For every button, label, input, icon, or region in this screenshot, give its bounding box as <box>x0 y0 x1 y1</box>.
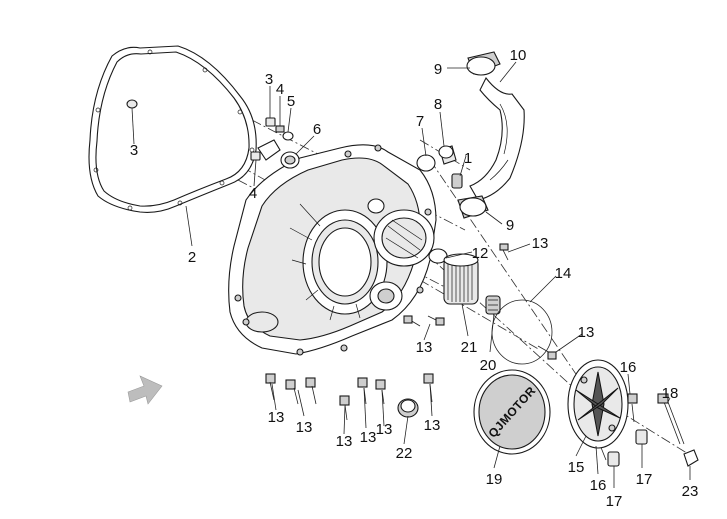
callout-4: 4 <box>249 185 257 202</box>
long-bolt <box>657 393 699 467</box>
callout-9: 9 <box>434 61 442 78</box>
callout-6: 6 <box>313 121 321 138</box>
callout-20: 20 <box>480 357 497 374</box>
gasket <box>88 45 257 213</box>
callout-5: 5 <box>287 93 295 110</box>
callout-13: 13 <box>268 409 285 426</box>
callout-18: 18 <box>662 385 679 402</box>
callout-2: 2 <box>188 249 196 266</box>
callout-17: 17 <box>636 471 653 488</box>
callout-17: 17 <box>606 493 623 510</box>
callout-16: 16 <box>590 477 607 494</box>
oil-filter <box>428 248 553 365</box>
callout-16: 16 <box>620 359 637 376</box>
callout-13: 13 <box>296 419 313 436</box>
leader-lines <box>131 61 691 488</box>
callout-15: 15 <box>568 459 585 476</box>
crankcase-cover <box>228 144 437 356</box>
callout-8: 8 <box>434 96 442 113</box>
callout-13: 13 <box>532 235 549 252</box>
dowel-pins <box>250 117 300 169</box>
callout-3: 3 <box>130 142 138 159</box>
callout-13: 13 <box>360 429 377 446</box>
callout-19: 19 <box>486 471 503 488</box>
callout-labels: 3 3 4 5 6 4 2 7 8 9 10 1 9 12 13 14 13 2… <box>130 47 699 510</box>
callout-22: 22 <box>396 445 413 462</box>
callout-9: 9 <box>506 217 514 234</box>
direction-arrow-icon <box>127 375 163 405</box>
callout-10: 10 <box>510 47 527 64</box>
callout-21: 21 <box>461 339 478 356</box>
callout-13: 13 <box>376 421 393 438</box>
callout-1: 1 <box>464 150 472 167</box>
callout-13: 13 <box>336 433 353 450</box>
logo-cover: QJMOTOR <box>473 369 551 455</box>
callout-12: 12 <box>472 245 489 262</box>
callout-4: 4 <box>276 81 284 98</box>
callout-3: 3 <box>265 71 273 88</box>
callout-7: 7 <box>416 113 424 130</box>
callout-13: 13 <box>578 324 595 341</box>
callout-13: 13 <box>424 417 441 434</box>
callout-13: 13 <box>416 339 433 356</box>
drain-plug <box>416 145 463 189</box>
water-hose <box>457 51 525 219</box>
plug-22 <box>397 398 419 418</box>
callout-23: 23 <box>682 483 699 500</box>
callout-14: 14 <box>555 265 572 282</box>
filter-cover <box>567 359 629 449</box>
